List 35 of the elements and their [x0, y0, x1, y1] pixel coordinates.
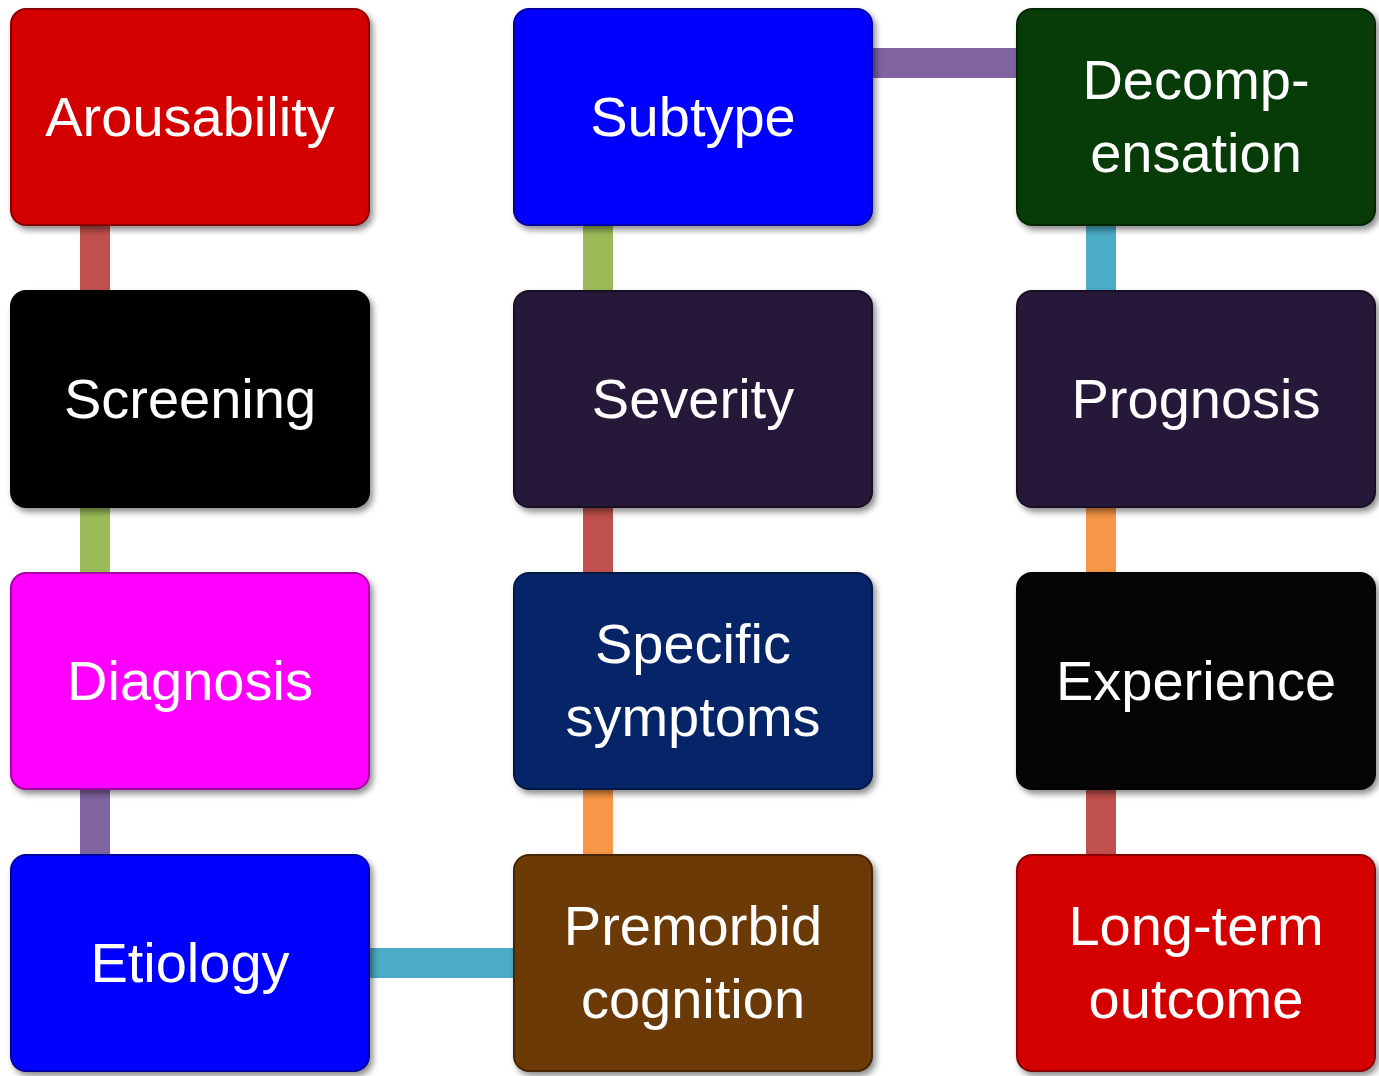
process-box [1016, 8, 1376, 226]
process-box [1016, 290, 1376, 508]
connector-bar [583, 508, 613, 572]
node-text: Long-term outcome [1067, 893, 1325, 1032]
node-text: Decomp- ensation [1081, 47, 1311, 186]
process-box [1016, 572, 1376, 790]
connector-bar [80, 790, 110, 854]
node-text: Screening [63, 365, 317, 432]
process-box [10, 854, 370, 1072]
process-box [1016, 854, 1376, 1072]
process-box [513, 290, 873, 508]
process-box [513, 572, 873, 790]
connector-bar [80, 508, 110, 572]
node-text: Prognosis [1071, 365, 1321, 432]
node-text: Premorbid cognition [562, 893, 824, 1032]
node-text: Experience [1055, 647, 1337, 714]
connector-bar [1086, 226, 1116, 290]
process-box [10, 572, 370, 790]
connector-bar [873, 48, 1016, 78]
connector-bar [80, 226, 110, 290]
node-text: Specific symptoms [564, 611, 822, 750]
process-box [513, 854, 873, 1072]
node-text: Severity [591, 365, 795, 432]
process-box [10, 290, 370, 508]
node-text: Diagnosis [67, 647, 313, 714]
connector-bar [583, 226, 613, 290]
connector-bar [1086, 790, 1116, 854]
connector-bar [370, 948, 513, 978]
process-box [513, 8, 873, 226]
process-box [10, 8, 370, 226]
node-text: Etiology [90, 929, 290, 996]
connector-bar [583, 790, 613, 854]
node-text: Subtype [590, 83, 796, 150]
connector-bar [1086, 508, 1116, 572]
node-text: Arousability [45, 83, 335, 150]
